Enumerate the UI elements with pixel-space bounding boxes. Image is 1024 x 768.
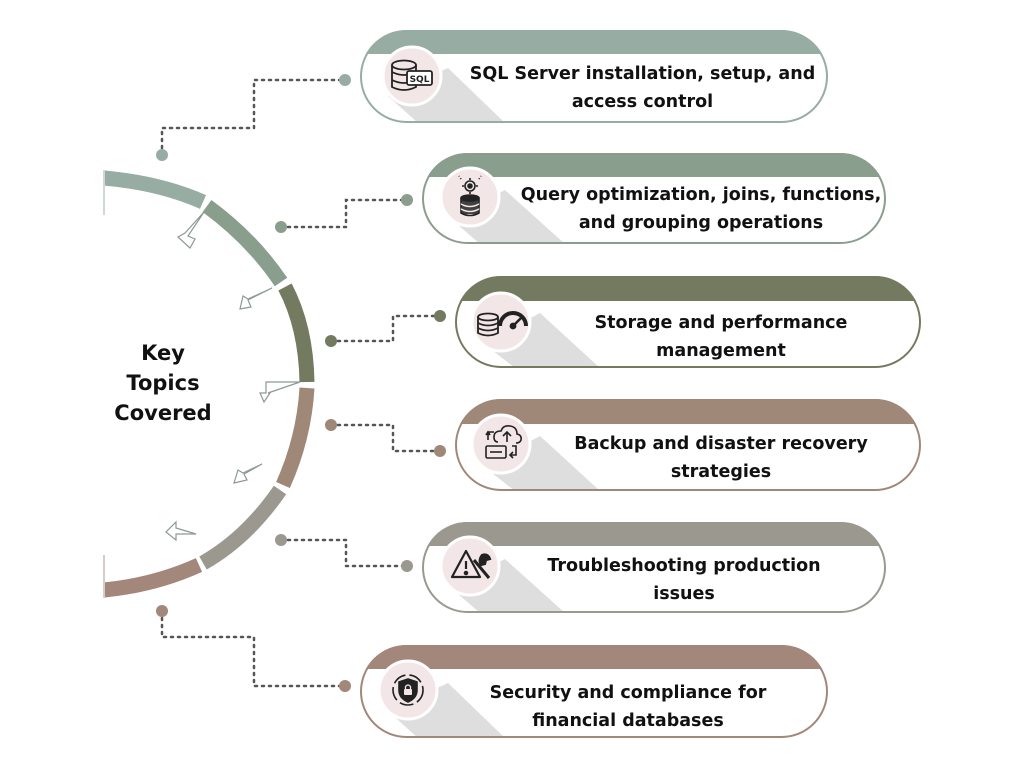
ring-arrow-2 [239,287,273,310]
topic-label-1: SQL Server installation, setup, and acce… [445,60,840,116]
topic-ring [103,170,315,598]
cloud-backup-icon [485,425,522,459]
warning-wrench-icon [450,549,492,579]
svg-text:SQL: SQL [410,75,430,85]
connector-3 [329,314,442,343]
dot-6b [339,680,351,692]
topic-label-6-line-2: financial databases [532,711,724,731]
ring-segment-5 [199,485,287,570]
topic-card-3 [455,276,921,368]
dot-3a [325,335,337,347]
icon-circle-5 [439,535,501,597]
topic-label-2-line-2: and grouping operations [578,213,824,233]
connector-dots [156,74,446,692]
topic-card-1: SQL [360,30,828,123]
connector-1 [160,78,347,157]
ring-arrow-5 [165,520,197,542]
topic-card-2 [422,153,886,244]
dot-1a [156,149,168,161]
dot-4a [325,419,337,431]
topic-label-1-line-1: SQL Server installation, setup, and [469,64,816,84]
shield-lock-icon [392,674,424,706]
connector-6 [160,609,347,688]
dot-2a [275,221,287,233]
sql-database-icon: SQL [391,59,433,91]
ring-arrow-3 [259,381,301,404]
ring-segment-4 [276,387,315,489]
topic-label-2: Query optimization, joins, functions, an… [510,181,892,237]
connector-4 [329,423,442,453]
icon-circle-4 [470,413,532,475]
dot-4b [434,445,446,457]
topic-card-5 [422,522,886,613]
ring-segment-1 [103,170,207,209]
ring-arrow-4 [233,463,263,484]
database-settings-icon [458,175,482,217]
ring-segment-2 [202,199,288,287]
topic-label-3: Storage and performance management [560,309,882,365]
ring-arrow-1 [176,211,205,249]
topic-label-4-line-2: strategies [670,462,772,482]
dot-5b [401,560,413,572]
topic-label-3-line-2: management [656,341,786,361]
center-title-line-2: Topics [126,371,200,395]
dot-5a [275,534,287,546]
topic-card-4 [455,399,921,491]
database-speedometer-icon [477,311,528,337]
topic-label-6-line-1: Security and compliance for [489,683,767,703]
topic-label-5-line-1: Troubleshooting production [547,556,821,576]
topic-label-6: Security and compliance for financial da… [462,679,794,735]
connector-lines [160,78,442,688]
topic-label-4: Backup and disaster recovery strategies [550,430,892,486]
center-title-line-1: Key [141,341,185,365]
topic-label-3-line-1: Storage and performance [594,313,848,333]
ring-segment-3 [278,283,315,383]
connector-2 [279,198,409,229]
ring-segment-6 [103,558,203,598]
center-title-line-3: Covered [114,401,212,425]
topic-card-6 [360,645,828,738]
connector-5 [279,538,409,568]
topic-label-5: Troubleshooting production issues [520,552,848,608]
topic-label-5-line-2: issues [653,584,715,604]
topic-label-4-line-1: Backup and disaster recovery [574,434,868,454]
dot-1b [339,74,351,86]
topic-label-1-line-2: access control [571,92,714,112]
topic-label-2-line-1: Query optimization, joins, functions, [520,185,882,205]
dot-6a [156,605,168,617]
dot-3b [434,310,446,322]
center-title: Key Topics Covered [104,338,222,428]
dot-2b [401,194,413,206]
